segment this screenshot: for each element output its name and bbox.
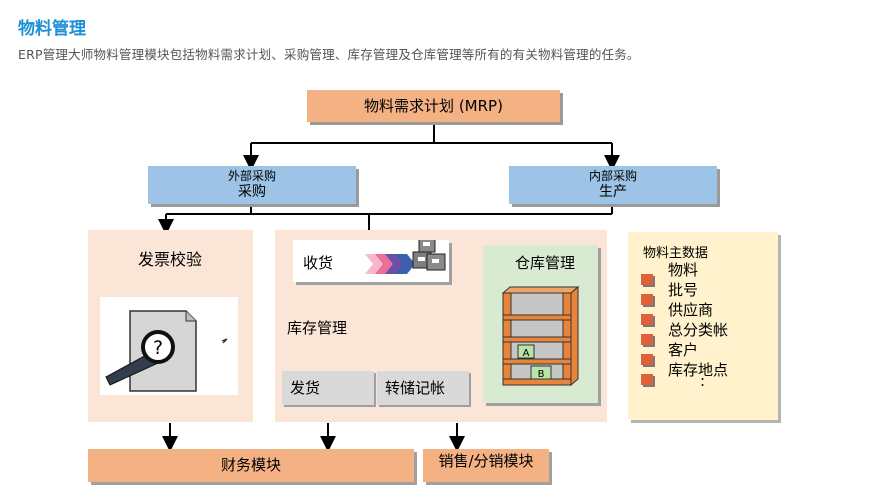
bullet-icon [641,374,653,385]
external-line1: 外部采购 [227,169,276,183]
finance-module-box: 财务模块 [88,449,414,482]
material-master-box [628,232,778,420]
invoice-document-illustration: ? [100,297,238,395]
external-line2: 采购 [238,184,266,200]
stock-management-label: 库存管理 [287,319,348,337]
bullet-icon [641,334,653,345]
master-item-vendor: 供应商 [668,301,714,319]
master-item-gl-account: 总分类帐 [668,321,729,339]
goods-issue-box: 发货 [282,371,374,405]
mrp-box: 物料需求计划 (MRP) [307,90,560,122]
internal-purchase-box: 内部采购 生产 [509,166,717,204]
internal-line2: 生产 [599,184,627,200]
sales-distribution-module-box: 销售/分销模块 [423,449,549,482]
master-item-customer: 客户 [668,341,699,359]
internal-line1: 内部采购 [588,169,637,183]
magnifier-document-icon: ? [105,310,228,392]
master-item-batch: 批号 [668,281,699,299]
bullet-icon [641,314,653,325]
external-purchase-box: 外部采购 采购 [148,166,356,204]
receive-box [293,240,449,282]
invoice-label: 发票校验 [138,250,203,269]
master-more-indicator: : [700,372,706,390]
warehouse-label: 仓库管理 [515,254,576,272]
master-item-storage-location: 库存地点 [668,361,729,379]
warehouse-shelf-icon: A B [501,285,580,387]
bullet-icon [641,294,653,305]
shelf-label-a: A [523,348,530,359]
transfer-posting-box: 转储记帐 [377,371,469,405]
master-item-material: 物料 [668,261,699,279]
bullet-icon [641,274,653,285]
shelf-label-b: B [538,369,545,380]
bullet-icon [641,354,653,365]
doc-question-mark: ? [153,337,163,359]
receive-arrows-boxes-icon [365,240,446,274]
page-title: 物料管理 [18,19,86,39]
page-subtitle: ERP管理大师物料管理模块包括物料需求计划、采购管理、库存管理及仓库管理等所有的… [18,47,640,62]
material-master-title: 物料主数据 [643,246,709,261]
receive-label: 收货 [303,254,334,272]
warehouse-box: A B [483,245,598,403]
